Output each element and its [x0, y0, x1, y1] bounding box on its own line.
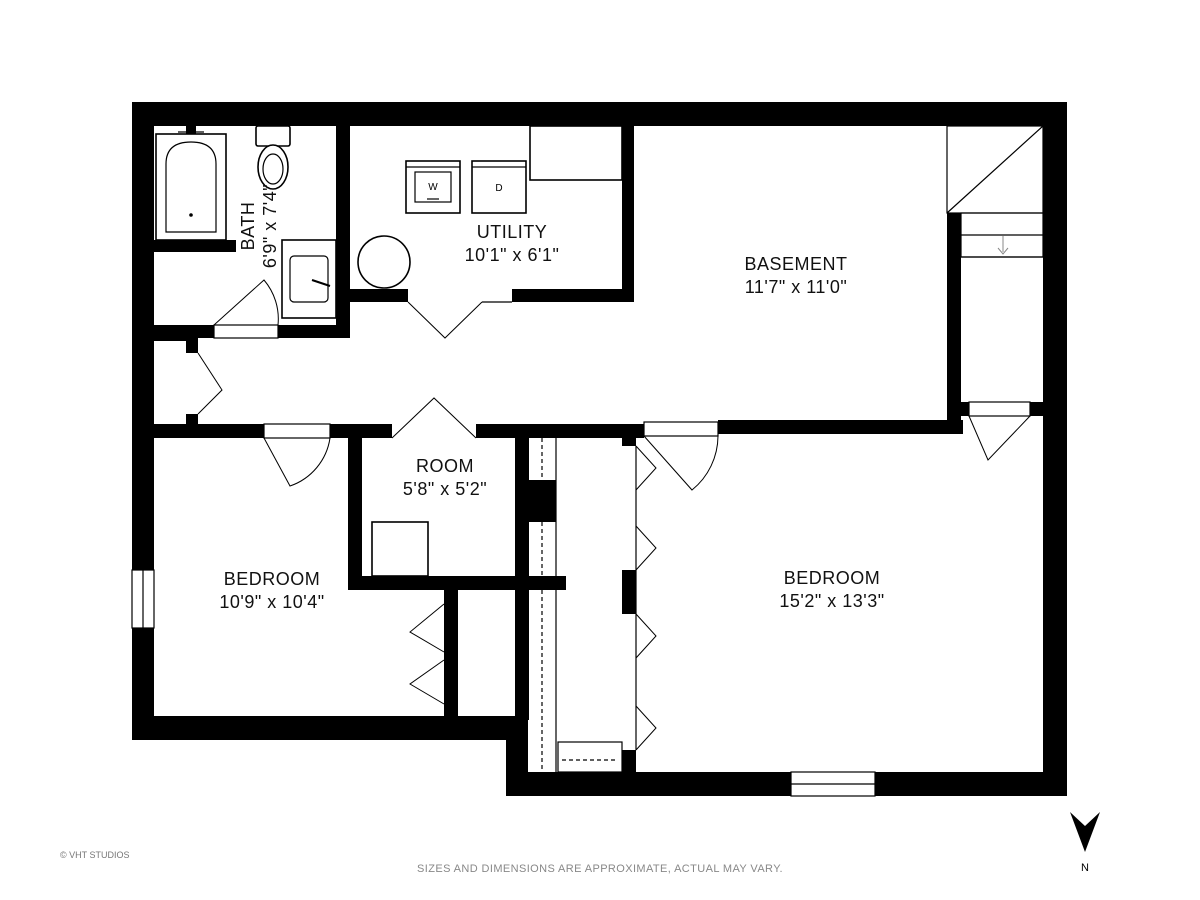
wall-closet-col: [515, 590, 529, 720]
water-heater-icon: [357, 235, 411, 289]
basement-dim: 11'7" x 11'0": [745, 277, 848, 297]
bedroom-left-dim: 10'9" x 10'4": [219, 592, 324, 612]
bedroom-right-name: BEDROOM: [784, 568, 881, 588]
wall-bath-inner: [154, 240, 236, 252]
windows: [131, 324, 876, 797]
outer-wall-bottom-b: [875, 772, 1067, 796]
wall-utility-bottom-b: [512, 289, 634, 302]
wall-room-bottom: [348, 576, 566, 590]
door-closet-l1: [409, 603, 445, 653]
outer-wall-right: [1043, 102, 1067, 796]
closet-shelf: [557, 741, 623, 773]
utility-name: UTILITY: [477, 222, 548, 242]
door-room: [391, 397, 477, 439]
wall-closet-jamb-a: [186, 337, 198, 353]
doors: [197, 279, 1031, 773]
wall-hall-bottom-c: [476, 424, 644, 438]
wall-utility-right: [622, 126, 634, 302]
door-frame-stair: [968, 401, 1031, 417]
wall-room-right: [515, 424, 529, 596]
wall-closet-top: [154, 337, 190, 341]
utility-dim: 10'1" x 6'1": [465, 245, 560, 265]
wall-room-left: [348, 424, 362, 590]
washer-icon: W: [405, 160, 461, 214]
door-right-bedroom: [643, 435, 719, 491]
wall-basement-right: [947, 213, 961, 434]
door-closet-r3: [635, 613, 657, 659]
door-hall-closet: [197, 352, 223, 415]
walls: [132, 102, 1067, 796]
outer-wall-bottom-left: [132, 716, 527, 740]
door-bath: [213, 279, 279, 326]
outer-wall-bottom-a: [506, 772, 791, 796]
room-box: [371, 521, 429, 577]
wall-utility-bottom-a: [350, 289, 408, 302]
fixtures: W D: [155, 125, 1044, 577]
wall-left-bed-closet: [444, 590, 458, 716]
wall-bath-utility: [336, 126, 350, 337]
dryer-label: D: [495, 183, 502, 194]
wall-closet-bottom-jamb: [622, 750, 636, 780]
bedroom-left-name: BEDROOM: [224, 569, 321, 589]
wall-stair-jamb-b: [1030, 402, 1044, 416]
utility-counter: [529, 125, 623, 181]
wall-hall-bottom-d: [718, 420, 963, 434]
compass-label: N: [1081, 862, 1089, 874]
door-frame-left-bed: [263, 423, 331, 439]
door-stair: [968, 415, 1031, 461]
compass-arrow-icon: [1070, 812, 1100, 852]
dryer-icon: D: [471, 160, 527, 214]
door-closet-r2: [635, 525, 657, 571]
wall-hall-bottom-a: [154, 424, 264, 438]
outer-wall-top: [132, 102, 1067, 126]
watermark: © VHT STUDIOS: [60, 850, 129, 860]
wall-closet-mid: [622, 570, 636, 614]
bath-dim: 6'9" x 7'4": [260, 184, 280, 268]
wall-bath-bottom-a: [154, 325, 214, 338]
bathtub-icon: [155, 126, 227, 241]
window-bath-door-gap: [213, 324, 279, 339]
room-name: ROOM: [416, 456, 474, 476]
washer-label: W: [428, 182, 438, 193]
door-utility: [407, 301, 483, 339]
bath-label-group: BATH 6'9" x 7'4": [238, 184, 280, 268]
wall-closet-top-jamb: [622, 424, 636, 446]
bedroom-right-dim: 15'2" x 13'3": [779, 591, 884, 611]
door-closet-l2: [409, 659, 445, 705]
door-left-bedroom: [263, 437, 331, 487]
door-frame-right-bed: [643, 421, 719, 437]
wall-bath-bottom-b: [278, 325, 350, 338]
disclaimer: SIZES AND DIMENSIONS ARE APPROXIMATE, AC…: [417, 863, 783, 875]
wall-stair-jamb-a: [961, 402, 969, 416]
outer-wall-left-lower: [132, 628, 154, 740]
compass: N: [1070, 812, 1100, 874]
door-closet-r4: [635, 705, 657, 751]
wall-closet-block: [528, 480, 556, 522]
room-labels: BATH 6'9" x 7'4" UTILITY 10'1" x 6'1" BA…: [219, 184, 884, 612]
toilet-icon: [255, 125, 291, 190]
door-closet-r1: [635, 445, 657, 491]
room-dim: 5'8" x 5'2": [403, 479, 487, 499]
staircase-icon: [946, 125, 1044, 258]
basement-name: BASEMENT: [744, 254, 847, 274]
outer-wall-left-upper: [132, 102, 154, 570]
sink-icon: [281, 239, 337, 319]
bath-name: BATH: [238, 202, 258, 251]
